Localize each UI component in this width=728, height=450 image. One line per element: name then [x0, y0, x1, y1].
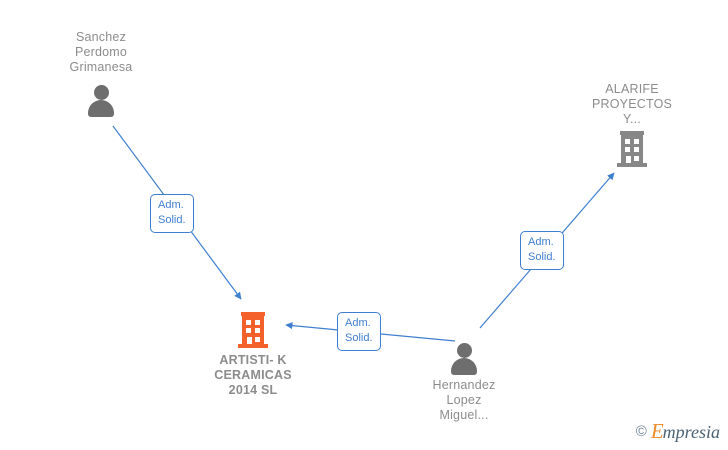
edge-label-adm-solid-hernandez-artistik[interactable]: Adm. Solid. — [337, 312, 381, 351]
building-icon-wrap — [557, 127, 707, 169]
building-icon — [238, 312, 268, 350]
building-icon — [617, 131, 647, 169]
node-alarife-proyectos[interactable]: ALARIFE PROYECTOS Y... — [557, 82, 707, 171]
node-artisti-k-ceramicas[interactable]: ARTISTI- K CERAMICAS 2014 SL — [178, 308, 328, 398]
node-label-alarife: ALARIFE PROYECTOS Y... — [591, 82, 673, 126]
building-icon-wrap-main — [178, 308, 328, 350]
node-label-hernandez: Hernandez Lopez Miguel... — [432, 378, 496, 422]
node-label-artisti-k: ARTISTI- K CERAMICAS 2014 SL — [214, 353, 292, 397]
node-label-sanchez: Sanchez Perdomo Grimanesa — [69, 30, 133, 74]
node-sanchez-perdomo-grimanesa[interactable]: Sanchez Perdomo Grimanesa — [26, 30, 176, 119]
person-icon-wrap — [26, 75, 176, 117]
brand-initial: E — [650, 419, 664, 443]
node-hernandez-lopez-miguel[interactable]: Hernandez Lopez Miguel... — [389, 333, 539, 423]
copyright-icon: © — [635, 423, 647, 440]
person-icon-wrap — [389, 333, 539, 375]
person-icon — [449, 343, 479, 375]
person-icon — [86, 85, 116, 117]
empresia-watermark: © E mpresia — [636, 421, 720, 442]
brand-name: mpresia — [662, 421, 720, 442]
edge-label-adm-solid-sanchez[interactable]: Adm. Solid. — [150, 194, 194, 233]
edge-label-adm-solid-hernandez-alarife[interactable]: Adm. Solid. — [520, 231, 564, 270]
